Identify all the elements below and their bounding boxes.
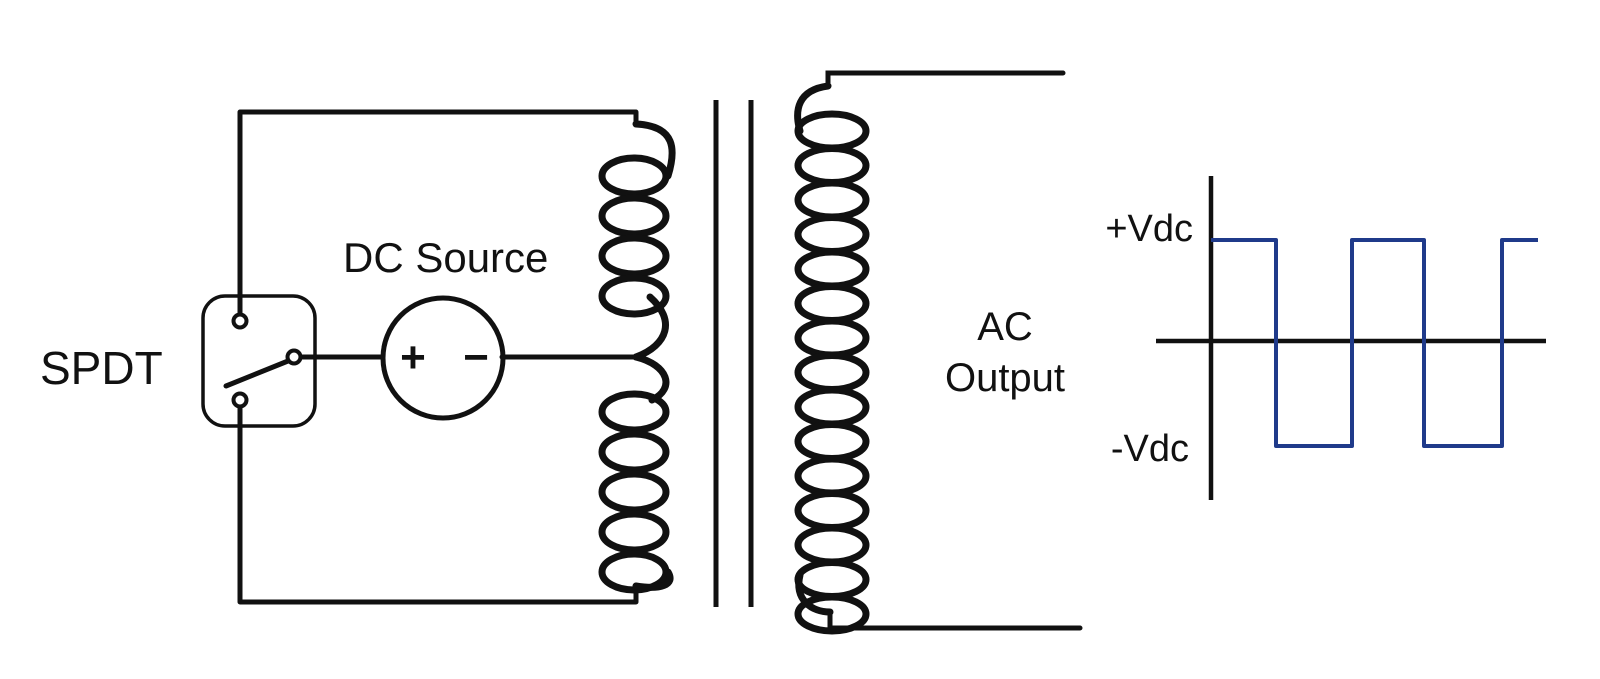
primary-upper-turn (598, 234, 670, 278)
primary-lower-turn (598, 510, 670, 554)
switch-terminal-top (231, 312, 249, 330)
square-wave (1211, 238, 1538, 448)
secondary-upper-lead (794, 82, 832, 135)
waveform-plot: +Vdc -Vdc (1105, 176, 1546, 500)
transformer-core (713, 100, 754, 607)
top-wire (237, 109, 639, 321)
primary-wiring (237, 109, 639, 605)
secondary-coil (794, 82, 870, 635)
spdt-switch (201, 294, 317, 428)
primary-coil-upper (598, 120, 676, 361)
ac-output-label-line2: Output (945, 356, 1065, 400)
primary-upper-turn (598, 194, 670, 238)
dc-source-plus: + (400, 333, 426, 382)
secondary-turn (794, 214, 870, 255)
secondary-turn (794, 283, 870, 324)
dc-source-label: DC Source (343, 234, 548, 281)
secondary-top-lead (825, 70, 1066, 89)
secondary-turn (794, 455, 870, 497)
primary-lower-lead (632, 353, 670, 404)
switch-terminal-bottom (231, 391, 249, 409)
secondary-lower-lead (795, 571, 834, 616)
secondary-wiring (825, 70, 1083, 631)
secondary-turn (794, 524, 870, 566)
secondary-turn (794, 145, 870, 186)
switch-terminal-common (285, 348, 303, 366)
secondary-turn (794, 593, 870, 635)
wave-neg-label: -Vdc (1111, 428, 1189, 470)
secondary-turn (794, 352, 870, 393)
primary-lower-turn (598, 390, 670, 434)
primary-lower-turn (598, 470, 670, 514)
switch-label: SPDT (40, 342, 163, 394)
secondary-turn (794, 248, 870, 290)
ac-output-label-line1: AC (977, 305, 1033, 349)
primary-upper-turn (598, 154, 670, 198)
secondary-turn (794, 559, 870, 600)
primary-coil-lower (598, 353, 674, 594)
primary-upper-turn (598, 274, 670, 318)
dc-source-minus: − (463, 333, 489, 382)
switch-lever (223, 358, 291, 389)
secondary-turn (794, 110, 870, 152)
wave-pos-label: +Vdc (1105, 208, 1193, 250)
primary-lower-tail (632, 568, 674, 591)
dc-source: + − (380, 295, 506, 421)
secondary-bottom-lead (827, 609, 1083, 631)
secondary-turn (794, 421, 870, 462)
secondary-turn (794, 490, 870, 531)
secondary-turn (794, 386, 870, 428)
primary-lower-turn (598, 430, 670, 474)
primary-upper-lead (632, 120, 676, 180)
secondary-turn (794, 179, 870, 221)
primary-upper-tail (632, 293, 669, 361)
bottom-wire (237, 397, 639, 605)
switch-body (201, 294, 317, 428)
secondary-turn (794, 317, 870, 359)
dc-source-circle (380, 295, 506, 421)
